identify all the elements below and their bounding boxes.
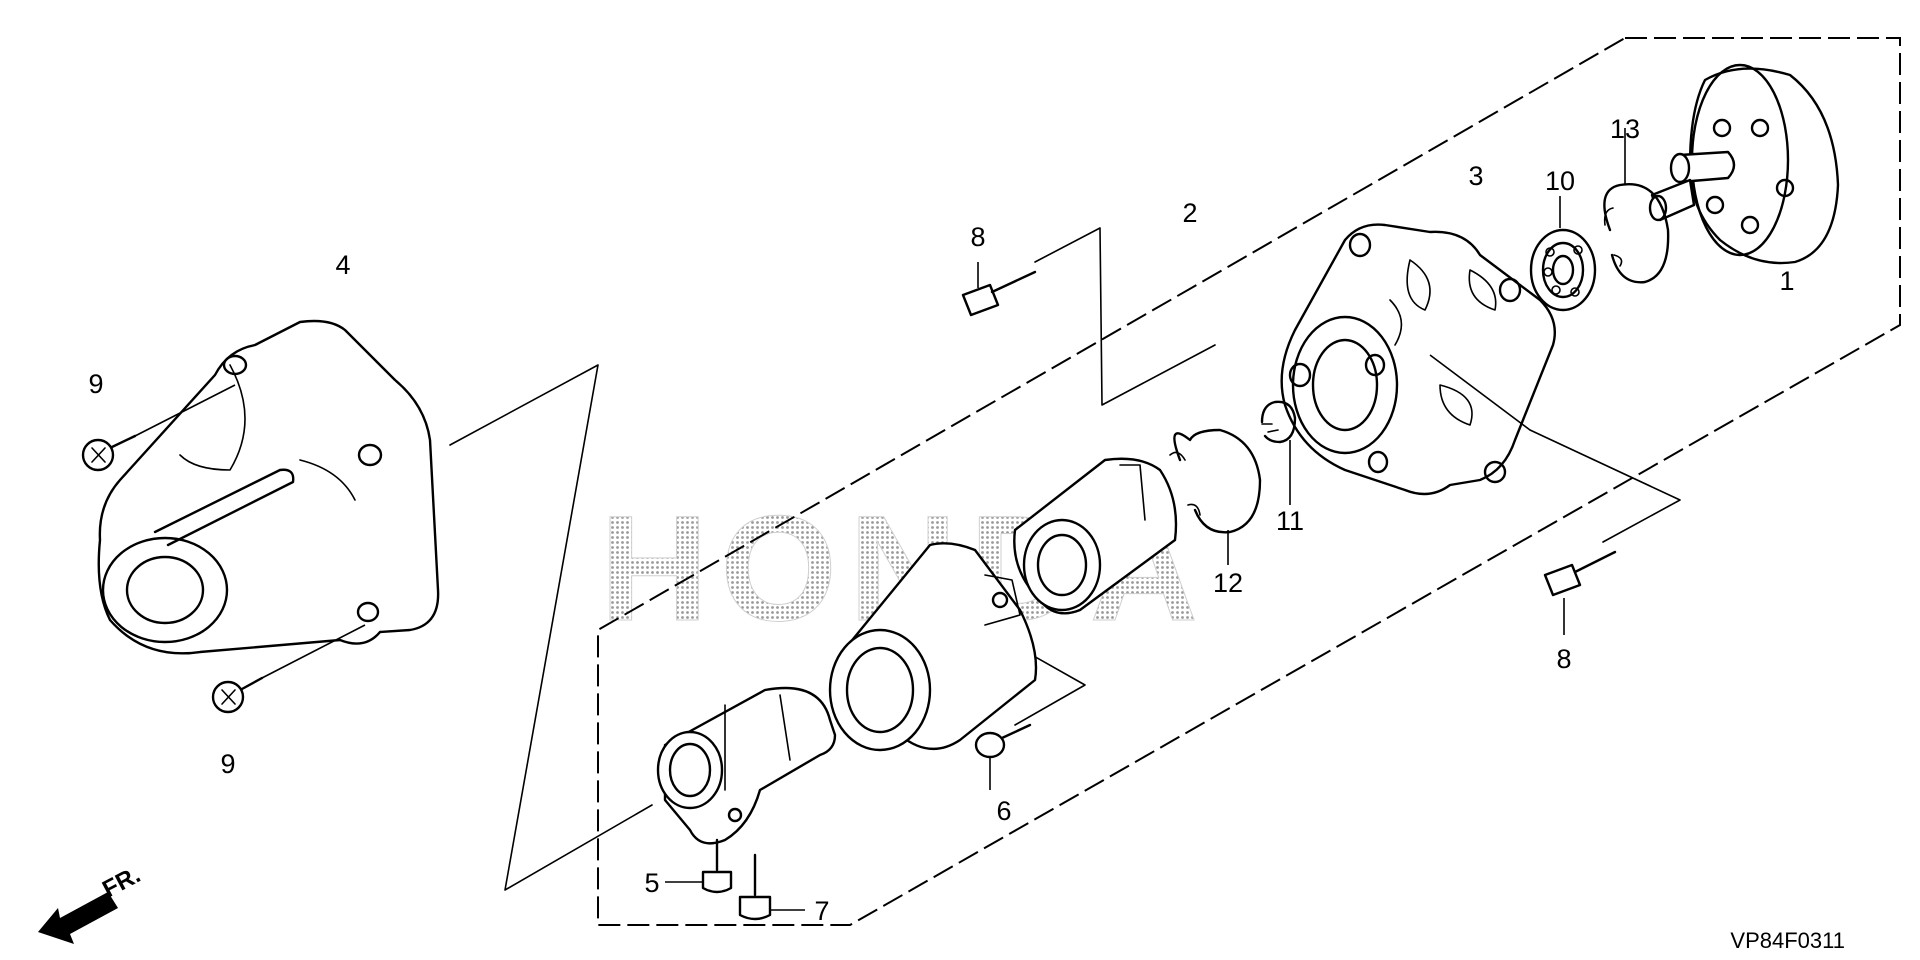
housing-leader — [1429, 354, 1531, 431]
clutch-drum — [1648, 63, 1840, 265]
callout-7: 7 — [814, 896, 829, 926]
callout-11: 11 — [1276, 506, 1304, 536]
assembly-group-outline — [597, 37, 1901, 926]
socket-bolt-lower — [1543, 550, 1617, 635]
clamp-bolt-long — [738, 853, 805, 921]
gear-case-cover — [97, 319, 440, 655]
callout-12: 12 — [1213, 568, 1243, 598]
callout-10: 10 — [1545, 166, 1575, 196]
flange-screw — [974, 723, 1032, 790]
callout-6: 6 — [996, 796, 1011, 826]
tapping-screw-upper — [81, 384, 236, 472]
gear-case-housing — [1280, 223, 1557, 496]
socket-bolt-upper — [961, 262, 1037, 317]
callout-9-upper: 9 — [88, 369, 103, 399]
internal-circlip — [1603, 128, 1670, 284]
callout-3: 3 — [1468, 161, 1483, 191]
inner-sleeve — [1013, 457, 1178, 615]
ball-bearing — [1529, 196, 1597, 312]
callout-2: 2 — [1182, 198, 1197, 228]
clamp-bolt — [665, 838, 733, 894]
tapping-screw-lower — [211, 624, 366, 714]
callout-5: 5 — [644, 868, 659, 898]
callout-9-lower: 9 — [220, 749, 235, 779]
callout-8-lower: 8 — [1556, 644, 1571, 674]
callout-8-upper: 8 — [970, 222, 985, 252]
callout-13: 13 — [1610, 114, 1640, 144]
front-direction-arrow — [38, 892, 118, 944]
callout-4: 4 — [335, 250, 350, 280]
cover-bracket-line — [449, 364, 653, 891]
gear-case-cone — [828, 542, 1038, 752]
snap-ring — [1169, 428, 1262, 565]
figure-code: VP84F0311 — [1730, 928, 1845, 953]
callout-1: 1 — [1779, 266, 1794, 296]
bolt8-bracket-upper — [1034, 227, 1216, 406]
pipe-clamp — [656, 686, 837, 845]
bolt8-bracket-lower — [1529, 429, 1681, 543]
e-clip — [1260, 400, 1297, 505]
